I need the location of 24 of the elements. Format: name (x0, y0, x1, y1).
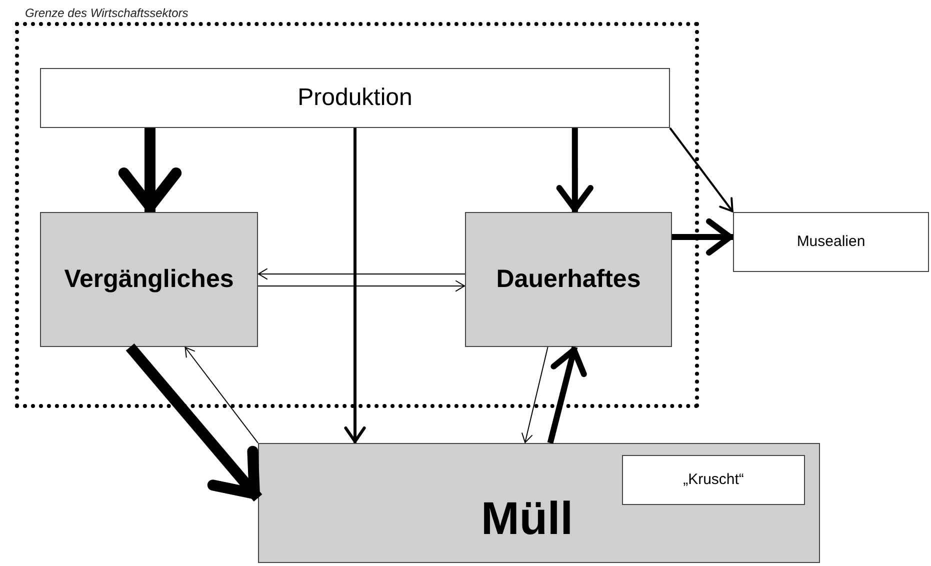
process-box (258, 443, 820, 563)
node-label: Dauerhaftes (496, 264, 641, 295)
node-label: Vergängliches (64, 264, 234, 295)
arrow (184, 346, 258, 444)
boundary-label: Grenze des Wirtschaftssektors (25, 5, 188, 22)
arrow (669, 127, 734, 213)
node-label: Produktion (298, 83, 412, 113)
process-box (622, 455, 805, 505)
arrow (522, 346, 548, 444)
arrow (118, 128, 182, 212)
process-box (40, 212, 258, 347)
process-box (733, 212, 929, 272)
node-label: Musealien (796, 232, 866, 252)
arrow (547, 346, 587, 444)
process-box (40, 68, 670, 128)
arrow (126, 343, 262, 502)
arrow (556, 128, 594, 212)
node-label: Müll (481, 491, 573, 546)
node-label: „Kruscht“ (683, 470, 744, 490)
arrow (258, 280, 466, 292)
arrow (258, 268, 466, 280)
arrow (672, 218, 733, 256)
process-box (465, 212, 672, 347)
arrow (344, 128, 366, 443)
